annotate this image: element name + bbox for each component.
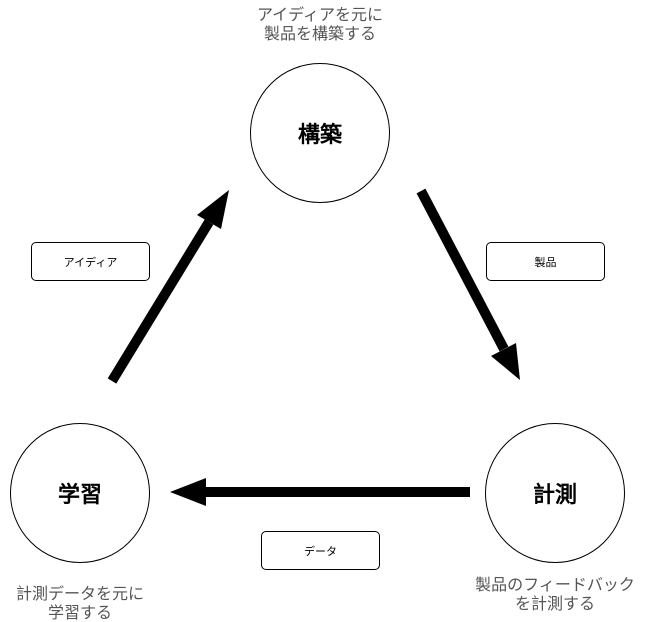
arrow-measure-to-learn [170,478,470,506]
measure-caption-line2: を計測する [514,594,595,613]
edge-label-product: 製品 [486,242,605,281]
build-node: 構築 [250,63,390,203]
learn-node: 学習 [10,423,150,563]
measure-node: 計測 [485,423,625,563]
edge-label-idea: アイディア [31,242,150,281]
edge-label-idea-text: アイディア [63,255,118,269]
learn-caption-line1: 計測データを元に [15,584,144,603]
learn-node-label: 学習 [57,483,102,508]
edge-label-data: データ [261,531,380,570]
arrow-build-to-measure [416,188,520,380]
measure-caption: 製品のフィードバック を計測する [455,575,655,613]
build-caption-line2: 製品を構築する [263,24,376,43]
edge-label-product-text: 製品 [534,255,557,269]
measure-node-label: 計測 [532,483,577,508]
build-caption-line1: アイディアを元に [256,5,384,24]
learn-caption: 計測データを元に 学習する [0,584,180,622]
edge-label-data-text: データ [304,544,337,558]
build-caption: アイディアを元に 製品を構築する [220,5,420,43]
learn-caption-line2: 学習する [47,603,112,622]
build-node-label: 構築 [297,123,342,148]
arrow-learn-to-build [107,190,229,384]
measure-caption-line1: 製品のフィードバック [475,575,635,594]
